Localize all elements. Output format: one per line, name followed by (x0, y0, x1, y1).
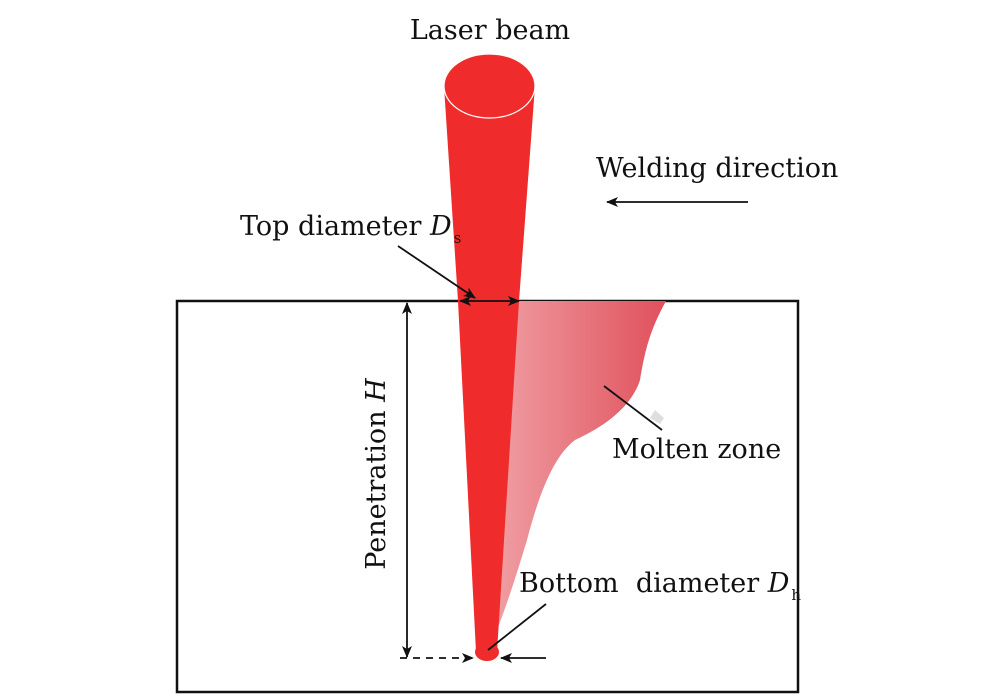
laser-beam-top-ellipse (443, 53, 536, 119)
penetration-label: Penetration H (361, 378, 392, 570)
laser-beam-label: Laser beam (410, 15, 570, 46)
molten-zone-label: Molten zone (612, 434, 781, 465)
penetration-symbol: H (361, 378, 392, 403)
top-diameter-symbol: D (429, 211, 452, 242)
penetration-text: Penetration (361, 402, 392, 570)
laser-beam-cone (444, 86, 535, 652)
top-diameter-text: Top diameter (240, 211, 430, 242)
bottom-diameter-symbol: D (767, 568, 790, 599)
molten-zone-leader (603, 385, 663, 431)
molten-zone-highlight (650, 410, 664, 424)
bottom-diameter-text: Bottom diameter (519, 568, 768, 599)
bottom-diameter-leader (487, 603, 547, 651)
top-diameter-leader-arrow (397, 245, 476, 299)
laser-beam-bottom-tip (475, 643, 499, 661)
molten-zone (487, 301, 666, 648)
welding-direction-label: Welding direction (596, 153, 838, 184)
bottom-diameter-subscript: h (791, 586, 801, 604)
top-diameter-subscript: s (454, 229, 462, 247)
